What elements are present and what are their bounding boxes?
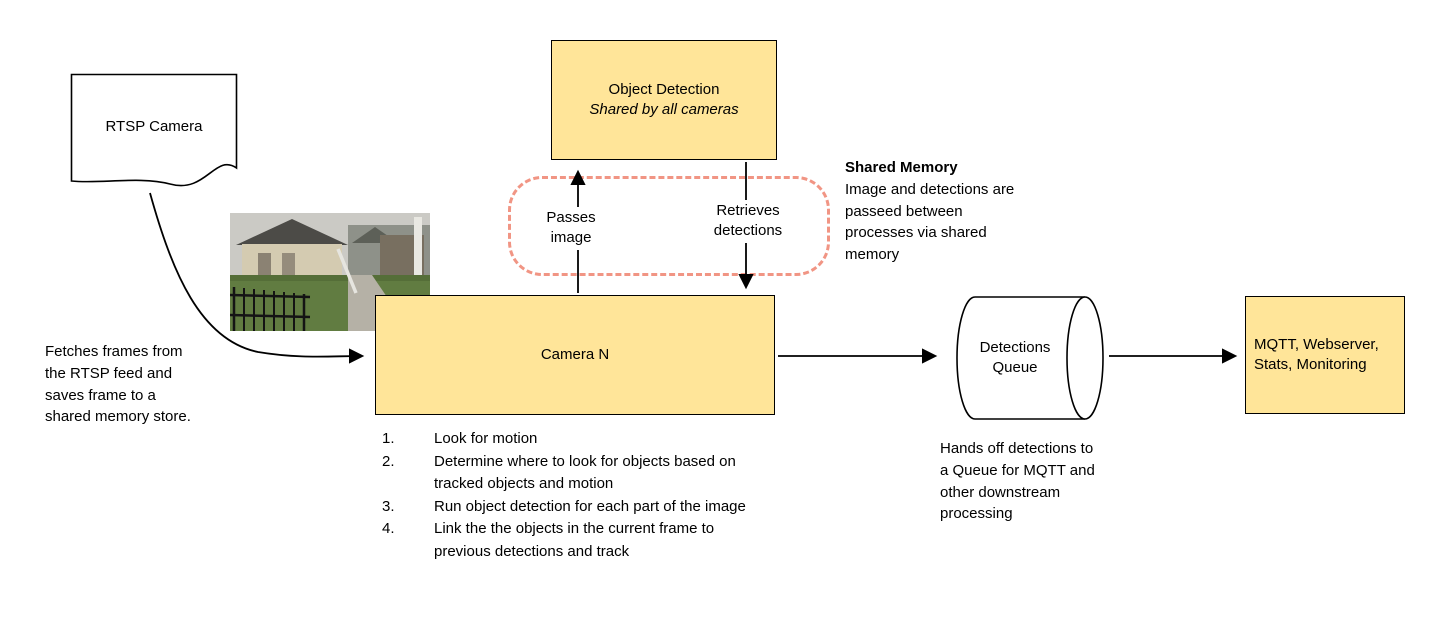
step-number: 4.	[382, 520, 395, 537]
step-item: 3. Run object detection for each part of…	[382, 496, 762, 519]
object-detection-title: Object Detection	[608, 80, 720, 98]
document-shape	[70, 73, 238, 187]
queue-cylinder-shape	[956, 296, 1104, 420]
fetches-frames-annotation: Fetches frames from the RTSP feed and sa…	[45, 343, 191, 426]
detections-queue-label: Detections Queue	[979, 338, 1051, 376]
object-detection-subtitle: Shared by all cameras	[589, 101, 739, 118]
retrieves-detections-label: Retrieves detections	[698, 200, 798, 243]
camera-snapshot-image	[229, 213, 430, 331]
step-item: 4. Link the the objects in the current f…	[382, 518, 762, 563]
step-number: 3.	[382, 497, 395, 515]
camera-n-label: Camera N	[540, 345, 610, 363]
shared-memory-dashed-region	[508, 176, 830, 276]
step-text: Look for motion	[434, 430, 538, 447]
shared-memory-annotation-title: Shared Memory	[845, 159, 958, 176]
passes-image-label: Passes image	[528, 207, 614, 250]
step-number: 2.	[382, 452, 395, 470]
detections-queue-node: Detections Queue	[945, 295, 1107, 421]
step-number: 1.	[382, 430, 395, 447]
camera-n-node: Camera N	[375, 295, 775, 415]
shared-memory-annotation-body: Image and detections are passeed between…	[845, 180, 1015, 263]
hands-off-annotation: Hands off detections to a Queue for MQTT…	[940, 440, 1095, 523]
step-text: Link the the objects in the current fram…	[434, 520, 715, 560]
step-text: Run object detection for each part of th…	[434, 497, 746, 515]
shared-memory-annotation: Shared Memory Image and detections are p…	[845, 157, 1050, 266]
rtsp-camera-node: RTSP Camera	[70, 73, 238, 195]
outputs-node: MQTT, Webserver, Stats, Monitoring	[1245, 296, 1405, 414]
step-text: Determine where to look for objects base…	[434, 452, 736, 493]
step-item: 1. Look for motion	[382, 428, 762, 451]
outputs-label: MQTT, Webserver, Stats, Monitoring	[1254, 335, 1379, 373]
object-detection-node: Object Detection Shared by all cameras	[551, 40, 777, 160]
camera-steps-list: 1. Look for motion 2. Determine where to…	[382, 428, 762, 563]
step-item: 2. Determine where to look for objects b…	[382, 451, 762, 496]
rtsp-camera-label: RTSP Camera	[105, 118, 203, 135]
